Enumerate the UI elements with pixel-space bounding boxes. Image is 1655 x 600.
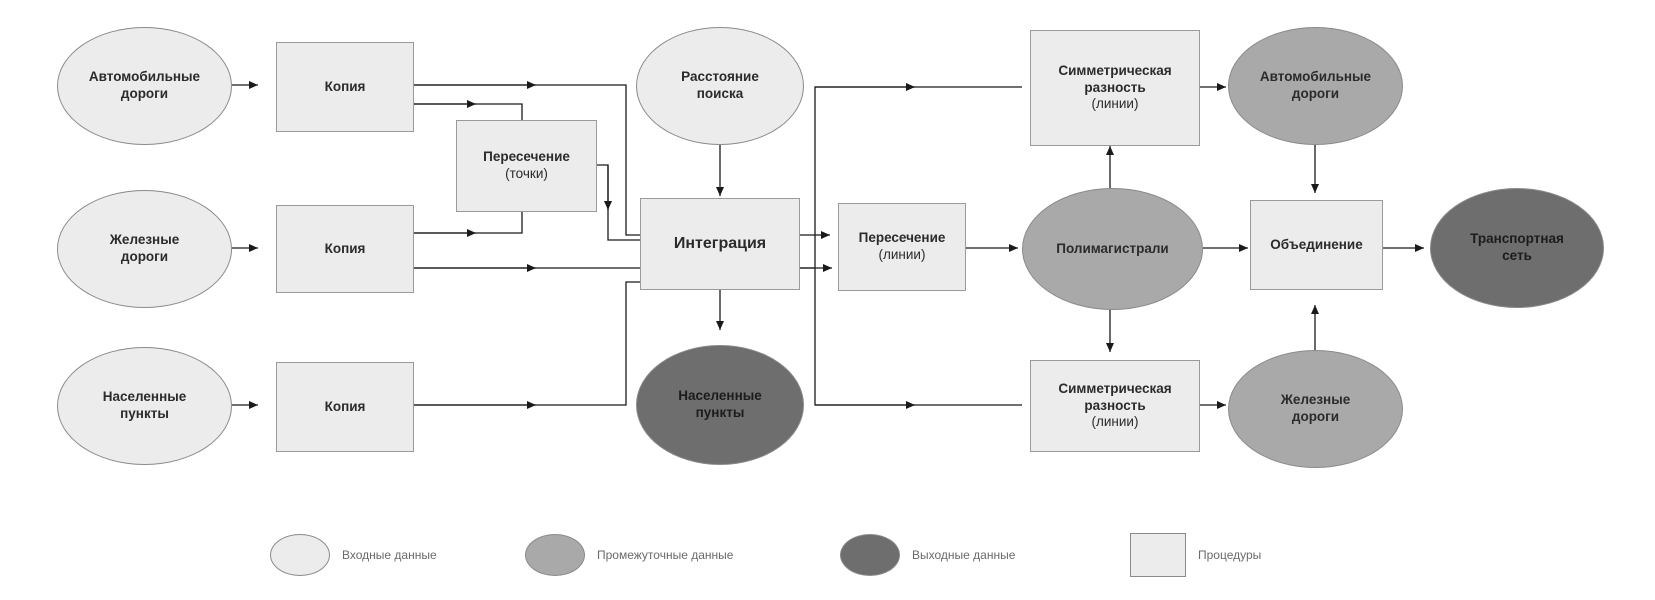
node-roads-input: Автомобильные дороги xyxy=(57,27,232,145)
node-label: Пересечение xyxy=(483,149,570,165)
legend-intermediate-label: Промежуточные данные xyxy=(597,548,734,562)
node-rail-input: Железные дороги xyxy=(57,190,232,308)
node-label: Железные дороги xyxy=(109,232,180,264)
legend-output: Выходные данные xyxy=(840,534,1015,576)
node-intersect-lines: Пересечение (линии) xyxy=(838,203,966,291)
node-settlements-input: Населенные пункты xyxy=(57,347,232,465)
node-label: Копия xyxy=(324,398,366,414)
edge-intersect-integration xyxy=(597,164,640,241)
node-label: Транспортная сеть xyxy=(1470,231,1564,263)
legend-output-label: Выходные данные xyxy=(912,548,1016,562)
node-label: Железные дороги xyxy=(1280,392,1351,424)
node-label: Интеграция xyxy=(673,235,767,252)
node-sublabel: (линии) xyxy=(878,247,926,262)
node-intersect-points: Пересечение (точки) xyxy=(456,120,597,212)
node-symdiff-bottom: Симметрическая разность (линии) xyxy=(1030,360,1200,452)
node-label: Симметрическая разность xyxy=(1058,380,1172,413)
node-symdiff-top: Симметрическая разность (линии) xyxy=(1030,30,1200,146)
legend-procedures: Процедуры xyxy=(1130,533,1261,577)
node-label: Расстояние поиска xyxy=(681,69,759,101)
legend-input: Входные данные xyxy=(270,534,437,576)
node-copy-3: Копия xyxy=(276,362,414,452)
node-search-distance: Расстояние поиска xyxy=(636,27,804,145)
node-label: Полимагистрали xyxy=(1056,240,1169,256)
edge-copy2-intersect xyxy=(414,212,523,234)
node-label: Объединение xyxy=(1270,236,1363,252)
legend-input-swatch xyxy=(270,534,330,576)
legend-procedures-swatch xyxy=(1130,533,1186,577)
node-union: Объединение xyxy=(1250,200,1383,290)
node-rail-intermediate: Железные дороги xyxy=(1228,350,1403,468)
node-settlements-output: Населенные пункты xyxy=(636,345,804,465)
node-label: Населенные пункты xyxy=(678,388,762,420)
legend-intermediate-swatch xyxy=(525,534,585,576)
legend-output-swatch xyxy=(840,534,900,576)
node-sublabel: (линии) xyxy=(1091,414,1139,430)
node-integration: Интеграция xyxy=(640,198,800,290)
node-label: Автомобильные дороги xyxy=(88,69,201,101)
node-polymain: Полимагистрали xyxy=(1022,188,1203,310)
edge-copy1-intersect xyxy=(414,103,523,120)
legend-input-label: Входные данные xyxy=(342,548,437,562)
node-copy-2: Копия xyxy=(276,205,414,293)
node-label: Копия xyxy=(324,240,366,256)
node-label: Населенные пункты xyxy=(102,389,187,421)
node-sublabel: (точки) xyxy=(505,166,548,181)
node-label: Копия xyxy=(324,78,366,94)
legend-procedures-label: Процедуры xyxy=(1198,548,1262,562)
node-sublabel: (линии) xyxy=(1091,96,1139,112)
node-label: Пересечение xyxy=(858,230,946,246)
node-label: Автомобильные дороги xyxy=(1259,69,1372,101)
node-label: Симметрическая разность xyxy=(1058,62,1172,95)
legend-intermediate: Промежуточные данные xyxy=(525,534,733,576)
node-roads-intermediate: Автомобильные дороги xyxy=(1228,27,1403,145)
node-copy-1: Копия xyxy=(276,42,414,132)
node-transport-network: Транспортная сеть xyxy=(1430,188,1604,308)
